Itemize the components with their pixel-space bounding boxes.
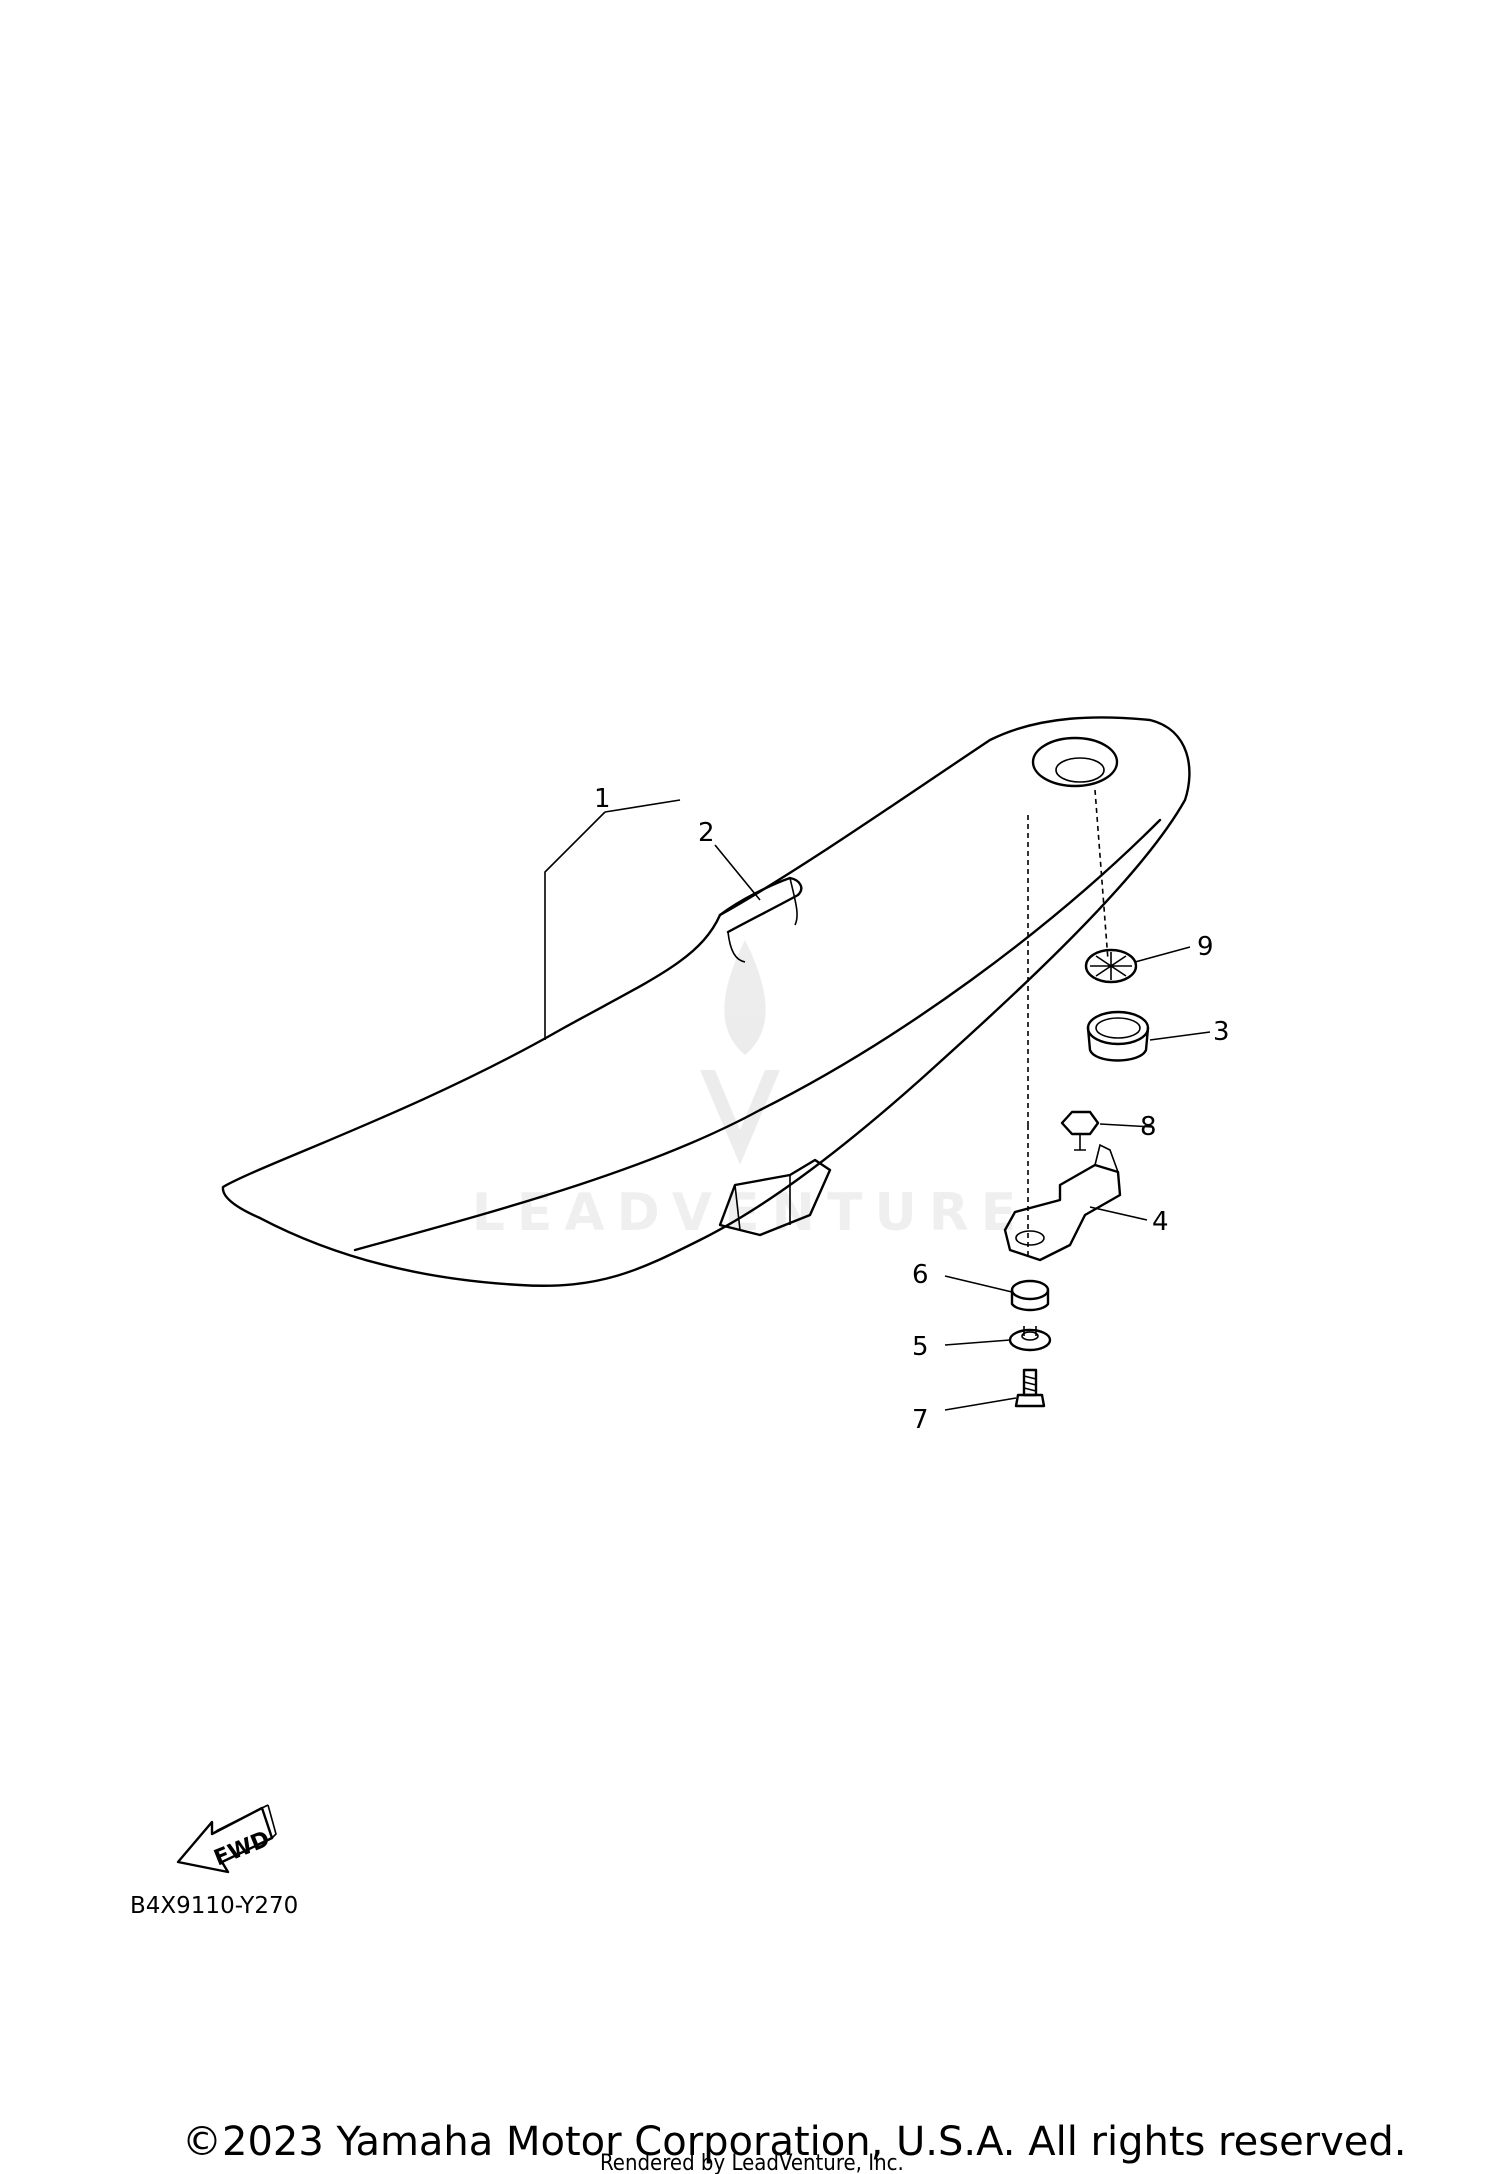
nut-drawing: [1060, 1110, 1100, 1151]
callout-8: 8: [1140, 1112, 1157, 1142]
damper-drawing: [1010, 1279, 1050, 1312]
fwd-arrow-icon: FWD: [176, 1804, 277, 1874]
seat-drawing: [221, 716, 1191, 1287]
watermark-text: LEADVENTURE: [472, 1183, 1029, 1243]
alignment-line-grommet: [1094, 789, 1109, 961]
callout-2: 2: [698, 818, 715, 848]
collar-drawing: [1008, 1326, 1052, 1352]
fwd-label: FWD: [211, 1827, 274, 1872]
bracket-drawing: [1003, 1143, 1122, 1262]
callout-5: 5: [912, 1332, 929, 1362]
leader-lines: [544, 799, 1211, 1411]
rendered-by-text: Rendered by LeadVenture, Inc.: [600, 2151, 904, 2174]
diagram-code: B4X9110-Y270: [130, 1893, 298, 1919]
callout-9: 9: [1197, 932, 1214, 962]
callout-1: 1: [594, 784, 611, 814]
callout-4: 4: [1152, 1207, 1169, 1237]
grommet-drawing: [1086, 1010, 1150, 1062]
bolt-drawing: [1014, 1368, 1046, 1408]
emblem-drawing: [1084, 948, 1138, 984]
callout-6: 6: [912, 1260, 929, 1290]
leadventure-logo-icon: [700, 940, 780, 1165]
callout-3: 3: [1213, 1017, 1230, 1047]
callout-7: 7: [912, 1405, 929, 1435]
copyright-text: ©2023 Yamaha Motor Corporation, U.S.A. A…: [182, 2119, 1407, 2165]
